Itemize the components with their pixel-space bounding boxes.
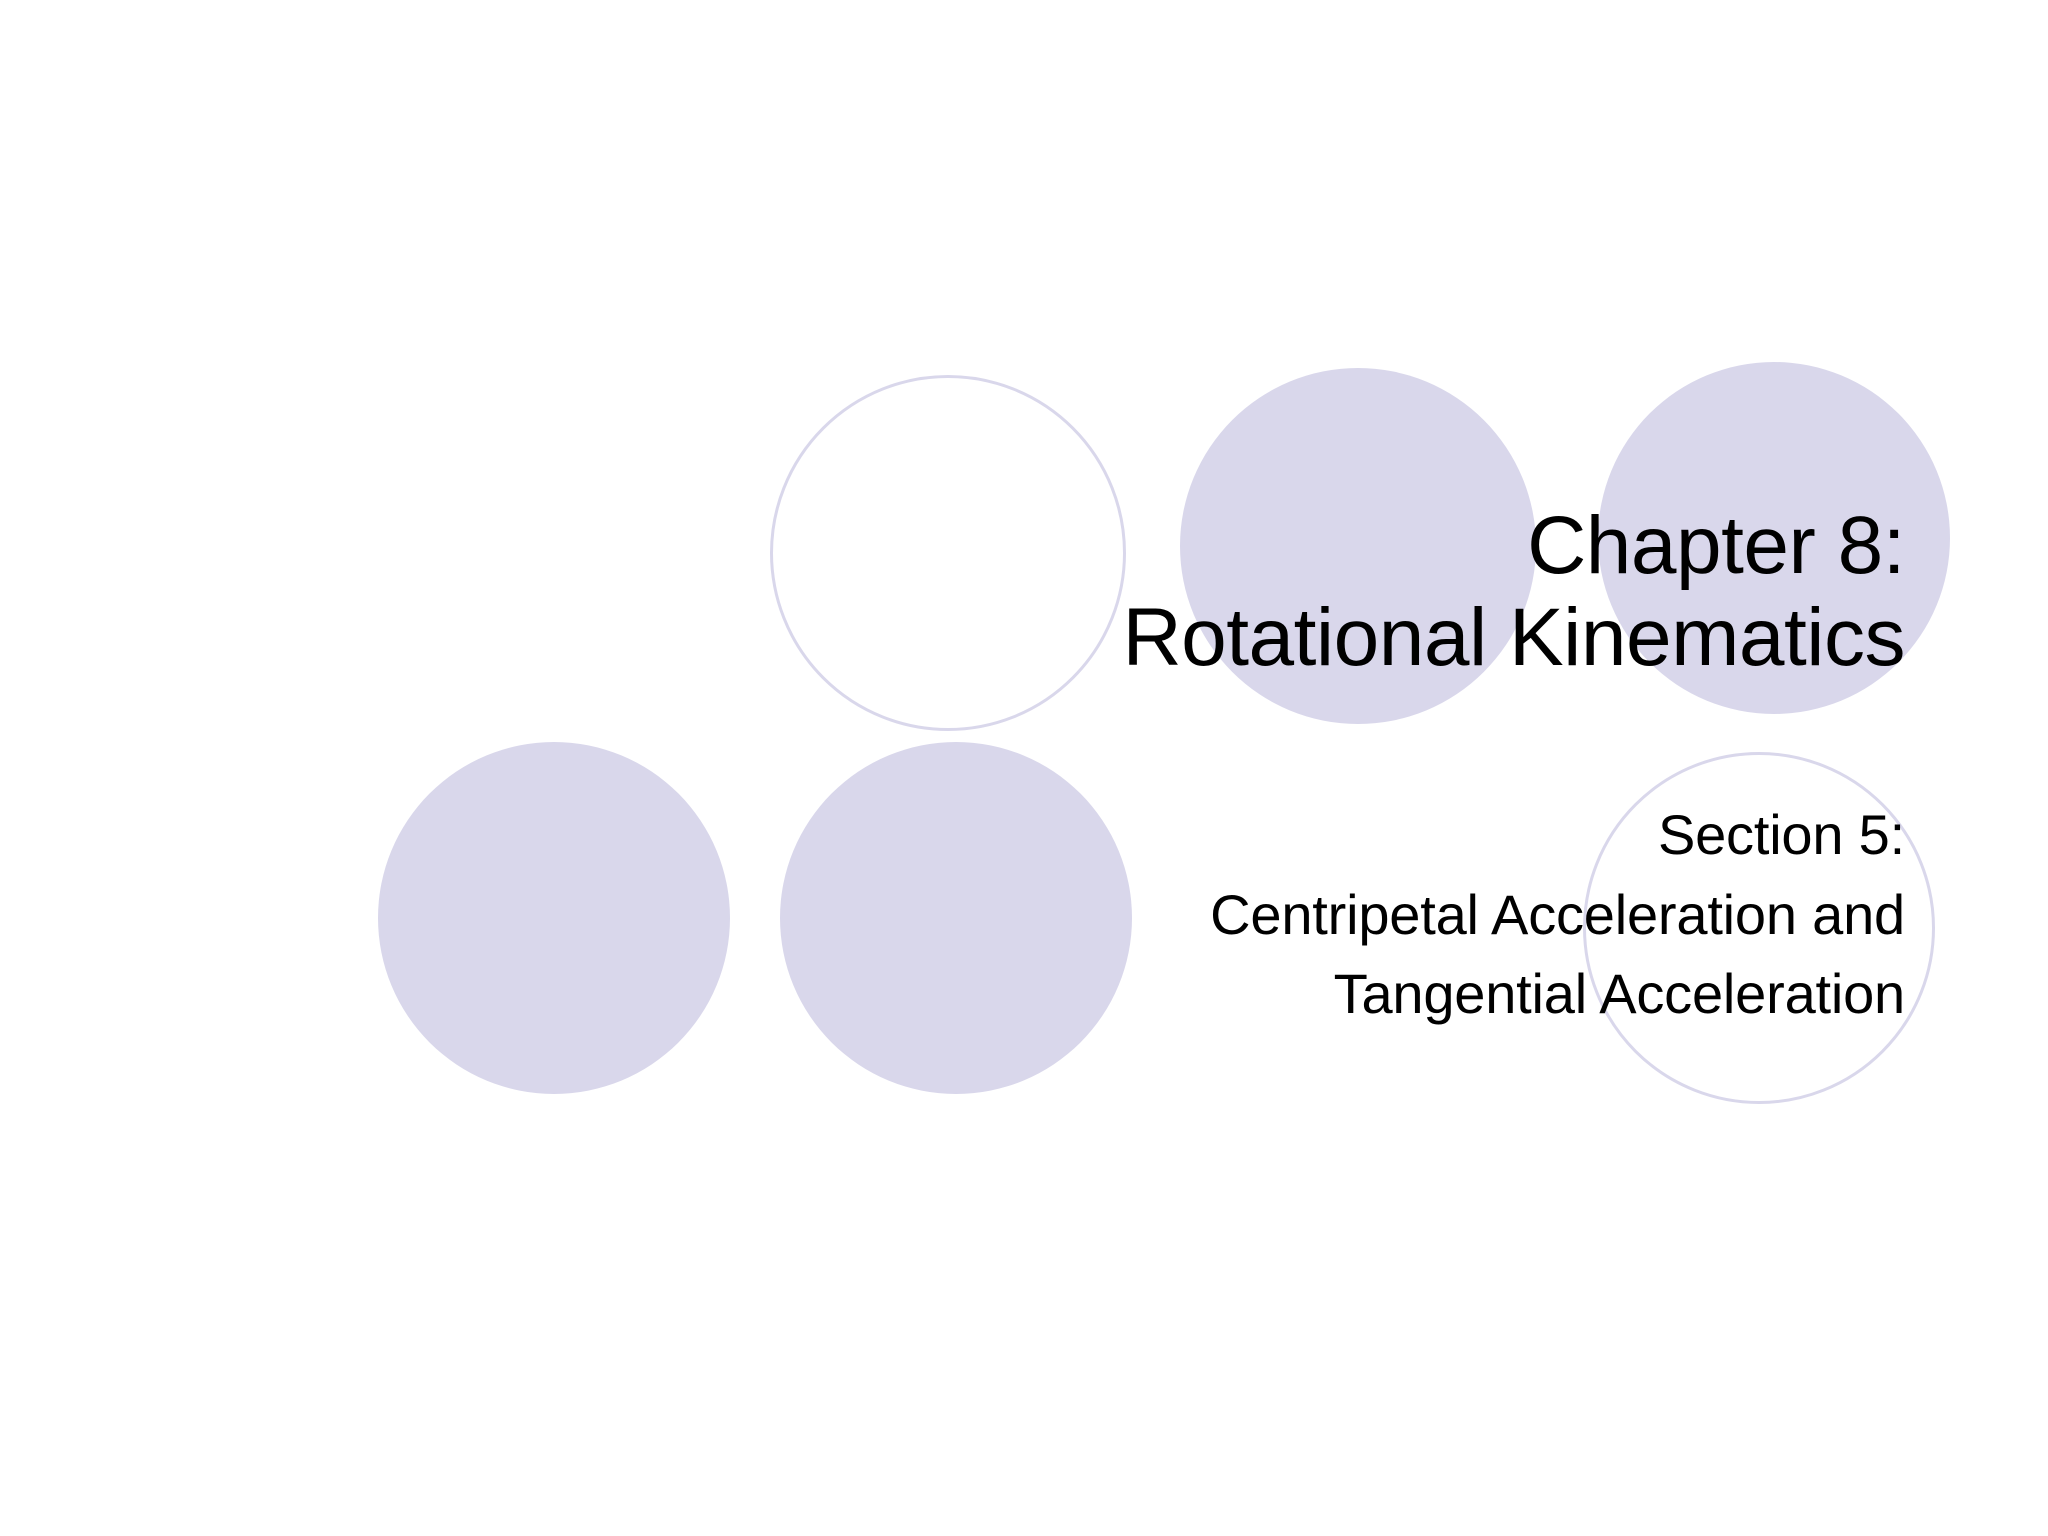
subtitle-line-1: Section 5: (1657, 803, 1905, 866)
title-line-1: Chapter 8: (1527, 500, 1905, 591)
subtitle-line-2: Centripetal Acceleration and (1210, 882, 1905, 946)
slide-subtitle: Section 5: Centripetal Acceleration and … (605, 795, 1905, 1034)
title-line-2: Rotational Kinematics (1122, 591, 1905, 683)
subtitle-line-3: Tangential Acceleration (1333, 962, 1906, 1026)
slide-title: Chapter 8: Rotational Kinematics (605, 500, 1905, 684)
